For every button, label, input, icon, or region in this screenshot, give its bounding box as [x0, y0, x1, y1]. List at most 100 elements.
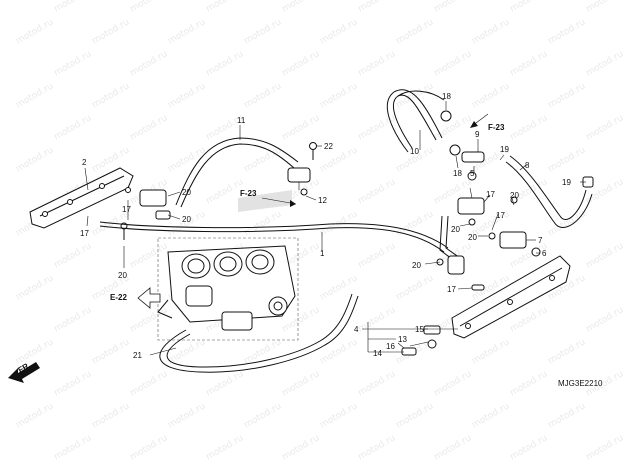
ref-f23-right: F-23	[488, 123, 505, 132]
watermark-text: motod.ru	[357, 433, 398, 462]
ref-f23-left: F-23	[240, 189, 257, 198]
hose-lower	[159, 293, 359, 373]
watermark-text: motod.ru	[395, 401, 436, 430]
callout-11: 11	[237, 116, 246, 125]
callout-18-b: 18	[453, 169, 462, 178]
ref-e22: E-22	[110, 293, 127, 302]
watermark-text: motod.ru	[585, 305, 625, 334]
watermark-text: motod.ru	[395, 17, 436, 46]
hose-u-top	[386, 89, 445, 153]
watermark-text: motod.ru	[433, 49, 474, 78]
watermark-text: motod.ru	[167, 145, 208, 174]
watermark-text: motod.ru	[433, 0, 474, 15]
watermark-text: motod.ru	[53, 369, 94, 398]
watermark-text: motod.ru	[129, 49, 170, 78]
watermark-text: motod.ru	[53, 49, 94, 78]
watermark-text: motod.ru	[357, 0, 398, 15]
direction-arrow-fr	[8, 362, 40, 383]
fitting-9-5	[461, 151, 485, 181]
fitting-upper	[287, 167, 311, 196]
watermark-text: motod.ru	[129, 241, 170, 270]
watermark-text: motod.ru	[357, 49, 398, 78]
callout-13: 13	[398, 335, 407, 344]
callout-16: 16	[386, 342, 395, 351]
bolt-22	[309, 142, 317, 160]
watermark-text: motod.ru	[319, 337, 360, 366]
callout-6: 6	[542, 249, 547, 258]
watermark-text: motod.ru	[585, 113, 625, 142]
callout-7: 7	[538, 236, 543, 245]
watermark-text: motod.ru	[319, 17, 360, 46]
throttle-body	[157, 237, 299, 341]
watermark-text: motod.ru	[205, 369, 246, 398]
watermark-text: motod.ru	[319, 81, 360, 110]
ref-arrow-f23-right	[470, 113, 489, 128]
callout-21: 21	[133, 351, 142, 360]
watermark-text: motod.ru	[53, 305, 94, 334]
watermark-text: motod.ru	[15, 401, 56, 430]
watermark-text: motod.ru	[433, 369, 474, 398]
callout-19-a: 19	[500, 145, 509, 154]
watermark-text: motod.ru	[395, 209, 436, 238]
watermark-layer: motod.ru motod.ru motod.ru motod.ru motod.ru…	[15, 0, 625, 463]
bolts-lower	[401, 325, 441, 356]
watermark-text: motod.ru	[129, 369, 170, 398]
watermark-text: motod.ru	[585, 433, 625, 462]
watermark-text: motod.ru	[281, 49, 322, 78]
callout-10: 10	[410, 147, 419, 156]
watermark-text: motod.ru	[243, 81, 284, 110]
watermark-text: motod.ru	[15, 273, 56, 302]
ref-arrow-e22	[137, 287, 161, 309]
callout-15: 15	[415, 325, 424, 334]
clip-17	[471, 284, 485, 291]
callout-14: 14	[373, 349, 382, 358]
watermark-text: motod.ru	[243, 209, 284, 238]
ref-arrow-f23-left	[238, 190, 297, 212]
watermark-text: motod.ru	[243, 401, 284, 430]
callout-20-left-a: 20	[182, 188, 191, 197]
watermark-text: motod.ru	[585, 49, 625, 78]
callout-20-right-c: 20	[468, 233, 477, 242]
watermark-text: motod.ru	[357, 241, 398, 270]
watermark-text: motod.ru	[243, 145, 284, 174]
watermark-text: motod.ru	[319, 401, 360, 430]
watermark-text: motod.ru	[319, 273, 360, 302]
watermark-text: motod.ru	[205, 433, 246, 462]
watermark-text: motod.ru	[91, 337, 132, 366]
watermark-text: motod.ru	[357, 177, 398, 206]
fitting-left	[120, 187, 171, 240]
watermark-text: motod.ru	[281, 369, 322, 398]
watermark-text: motod.ru	[243, 337, 284, 366]
callout-17-left-b: 17	[80, 229, 89, 238]
callout-20-left-b: 20	[182, 215, 191, 224]
watermark-text: motod.ru	[547, 401, 588, 430]
watermark-text: motod.ru	[433, 113, 474, 142]
drawing-code: MJG3E2210	[558, 379, 603, 388]
callout-17-right-b: 17	[496, 211, 505, 220]
watermark-text: motod.ru	[433, 433, 474, 462]
watermark-text: motod.ru	[91, 81, 132, 110]
watermark-text: motod.ru	[53, 241, 94, 270]
watermark-text: motod.ru	[585, 0, 625, 15]
callout-20-left-c: 20	[118, 271, 127, 280]
callout-8: 8	[525, 161, 530, 170]
watermark-text: motod.ru	[471, 17, 512, 46]
watermark-text: motod.ru	[15, 81, 56, 110]
watermark-text: motod.ru	[395, 273, 436, 302]
callout-20-right-b: 20	[451, 225, 460, 234]
fitting-right-cluster	[436, 196, 541, 275]
watermark-text: motod.ru	[167, 17, 208, 46]
hose-long	[99, 221, 449, 253]
watermark-text: motod.ru	[129, 305, 170, 334]
callout-18-a: 18	[442, 92, 451, 101]
bracket-right	[451, 255, 571, 339]
watermark-text: motod.ru	[547, 337, 588, 366]
watermark-text: motod.ru	[547, 209, 588, 238]
callout-5: 5	[470, 169, 475, 178]
watermark-text: motod.ru	[167, 401, 208, 430]
watermark-text: motod.ru	[91, 145, 132, 174]
callout-20-right-a: 20	[510, 191, 519, 200]
callout-19-b: 19	[562, 178, 571, 187]
watermark-text: motod.ru	[243, 17, 284, 46]
